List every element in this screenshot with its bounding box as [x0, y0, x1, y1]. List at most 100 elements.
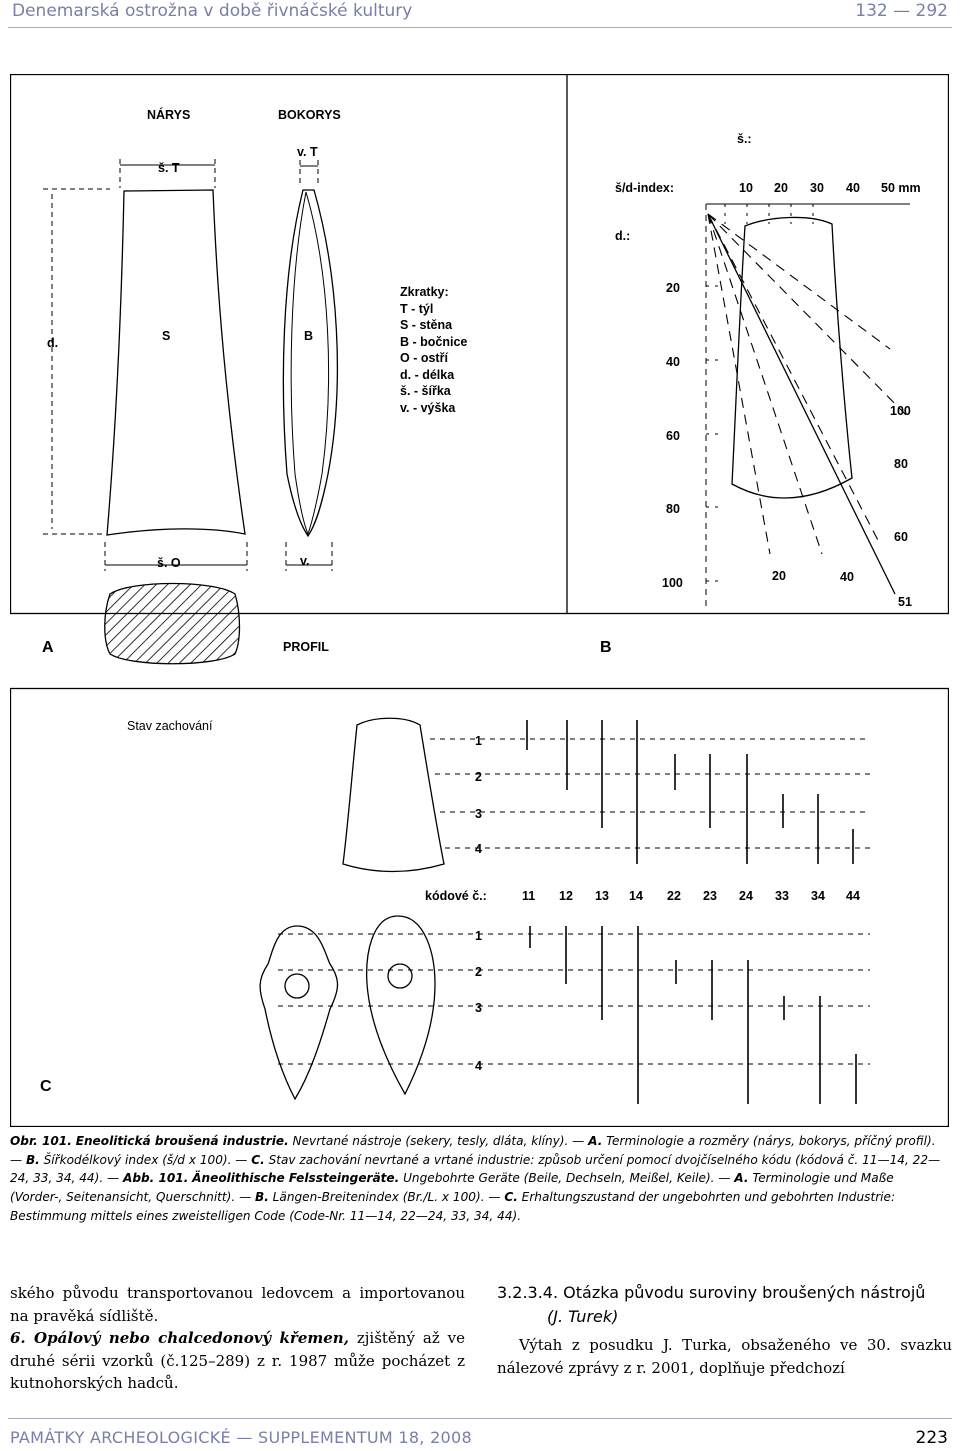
caption-text: Šířkodélkový index (š/d x 100). —: [39, 1152, 252, 1167]
label-sirka-tyl: š. T: [158, 161, 180, 175]
figure-caption: Obr. 101. Eneolitická broušená industrie…: [10, 1132, 948, 1226]
row-top: 4: [475, 842, 482, 856]
ray-label: 100: [890, 404, 911, 418]
label-vyska: v.: [300, 554, 310, 568]
code: 44: [846, 889, 860, 903]
figure-101: NÁRYS BOKORYS v. T š. T d. S B š. O v. A…: [10, 74, 949, 1127]
code: 11: [522, 889, 536, 903]
running-title: Denemarská ostrožna v době řivnáčské kul…: [12, 1, 413, 21]
label-sirka-ostri: š. O: [157, 556, 181, 570]
caption-ref: A.: [588, 1134, 603, 1148]
axe-preservation: [342, 717, 445, 873]
shaft-hole-2: [387, 963, 413, 989]
tick-top: 20: [774, 181, 788, 195]
row-bottom: 4: [475, 1059, 482, 1073]
code: 34: [811, 889, 825, 903]
panel-letter-b: B: [600, 639, 612, 656]
legend-line: d. - délka: [400, 367, 455, 382]
label-stav-zachovani: Stav zachování: [127, 719, 213, 733]
caption-ref: C.: [504, 1190, 518, 1205]
figure-drawing: [10, 74, 949, 1127]
code: 13: [595, 889, 609, 903]
axe-profile-section: [104, 582, 241, 665]
paragraph: Výtah z posudku J. Turka, obsaženého ve …: [497, 1336, 952, 1377]
paragraph: ského původu transportovanou ledovcem a …: [10, 1284, 465, 1325]
caption-text: Nevrtané nástroje (sekery, tesly, dláta,…: [288, 1134, 589, 1148]
caption-obr: Obr. 101.: [10, 1134, 72, 1148]
caption-abb: Abb. 101.: [122, 1171, 189, 1186]
perforated-axe-1: [259, 925, 339, 1101]
label-kodove-cislo: kódové č.:: [425, 889, 487, 903]
page-footer: PAMÁTKY ARCHEOLOGICKÉ — SUPPLEMENTUM 18,…: [0, 1418, 960, 1451]
label-delka-b: d.:: [615, 229, 631, 243]
panel-c-frame: [10, 687, 949, 1127]
label-sirka-b: š.:: [737, 132, 752, 146]
code: 14: [629, 889, 643, 903]
journal-title: PAMÁTKY ARCHEOLOGICKÉ — SUPPLEMENTUM 18,…: [10, 1428, 472, 1447]
label-stena: S: [162, 329, 171, 343]
tick-top: 50 mm: [881, 181, 921, 195]
code: 22: [667, 889, 681, 903]
item-text: zjištěný až ve druhé sérii vzorků (č.125…: [10, 1329, 466, 1392]
perforated-axe-2: [366, 915, 436, 1096]
caption-ref: B.: [255, 1190, 269, 1205]
legend-line: B - bočnice: [400, 334, 468, 349]
caption-ref: B.: [25, 1152, 40, 1167]
tick-left: 40: [666, 355, 680, 369]
caption-text: Ungebohrte Geräte (Beile, Dechseln, Meiß…: [399, 1171, 735, 1186]
item-label: 6. Opálový nebo chalcedonový křemen,: [10, 1329, 349, 1347]
tick-top: 30: [810, 181, 824, 195]
legend-line: O - ostří: [400, 351, 448, 365]
caption-text: Terminologie und Maße (Vorder-, Seitenan…: [10, 1171, 894, 1205]
code: 33: [775, 889, 789, 903]
axe-outline-index: [731, 216, 853, 499]
caption-ref: C.: [251, 1152, 265, 1167]
label-bocnice: B: [304, 329, 314, 343]
tick-left: 60: [666, 429, 680, 443]
tick-top: 10: [739, 181, 753, 195]
legend-line: v. - výška: [400, 400, 456, 415]
legend-line: T - týl: [400, 301, 434, 316]
label-bokorys: BOKORYS: [278, 108, 341, 122]
section-heading: 3.2.3.4. Otázka původu suroviny broušený…: [497, 1283, 926, 1302]
caption-text: Terminologie a rozměry (nárys, bokorys, …: [10, 1134, 936, 1167]
code: 24: [739, 889, 753, 903]
footer-rule: [8, 1418, 952, 1419]
label-vyska-tyl: v. T: [297, 145, 318, 159]
row-bottom: 1: [475, 929, 482, 943]
label-narys: NÁRYS: [147, 108, 191, 122]
body-column-left: ského původu transportovanou ledovcem a …: [10, 1282, 465, 1395]
row-top: 3: [475, 807, 482, 821]
row-bottom: 2: [475, 965, 482, 979]
abbreviations-legend: Zkratky: T - týl S - stěna B - bočnice O…: [400, 284, 467, 416]
ray-label: 60: [894, 530, 908, 544]
ray-label: 80: [894, 457, 908, 471]
legend-line: S - stěna: [400, 318, 453, 332]
panel-ab-frame: [10, 74, 949, 615]
shaft-hole-1: [284, 973, 310, 999]
tick-left: 20: [666, 281, 680, 295]
code: 23: [703, 889, 717, 903]
label-profil: PROFIL: [283, 640, 329, 654]
tick-top: 40: [846, 181, 860, 195]
ray-label: 20: [772, 569, 786, 583]
code: 12: [559, 889, 573, 903]
page-range: 132 — 292: [855, 1, 948, 21]
legend-line: Zkratky:: [400, 285, 449, 299]
tick-left: 100: [662, 576, 683, 590]
body-column-right: 3.2.3.4. Otázka původu suroviny broušený…: [497, 1282, 952, 1379]
caption-text: Stav zachování nevrtané a vrtané industr…: [10, 1152, 941, 1186]
section-author: (J. Turek): [547, 1307, 619, 1326]
paragraph-item-6: 6. Opálový nebo chalcedonový křemen, zji…: [10, 1327, 465, 1395]
page-header: Denemarská ostrožna v době řivnáčské kul…: [0, 0, 960, 28]
axe-front-view: [106, 189, 246, 536]
row-top: 2: [475, 770, 482, 784]
caption-text: Erhaltungszustand der ungebohrten und ge…: [10, 1190, 896, 1223]
ray-label: 51: [898, 595, 912, 609]
index-ray-51: [707, 213, 896, 595]
row-top: 1: [475, 734, 482, 748]
axe-side-view: [282, 189, 339, 538]
caption-text: Längen-Breitenindex (Br./L. x 100). —: [268, 1190, 505, 1205]
label-delka: d.: [47, 336, 59, 350]
panel-letter-a: A: [42, 639, 54, 656]
